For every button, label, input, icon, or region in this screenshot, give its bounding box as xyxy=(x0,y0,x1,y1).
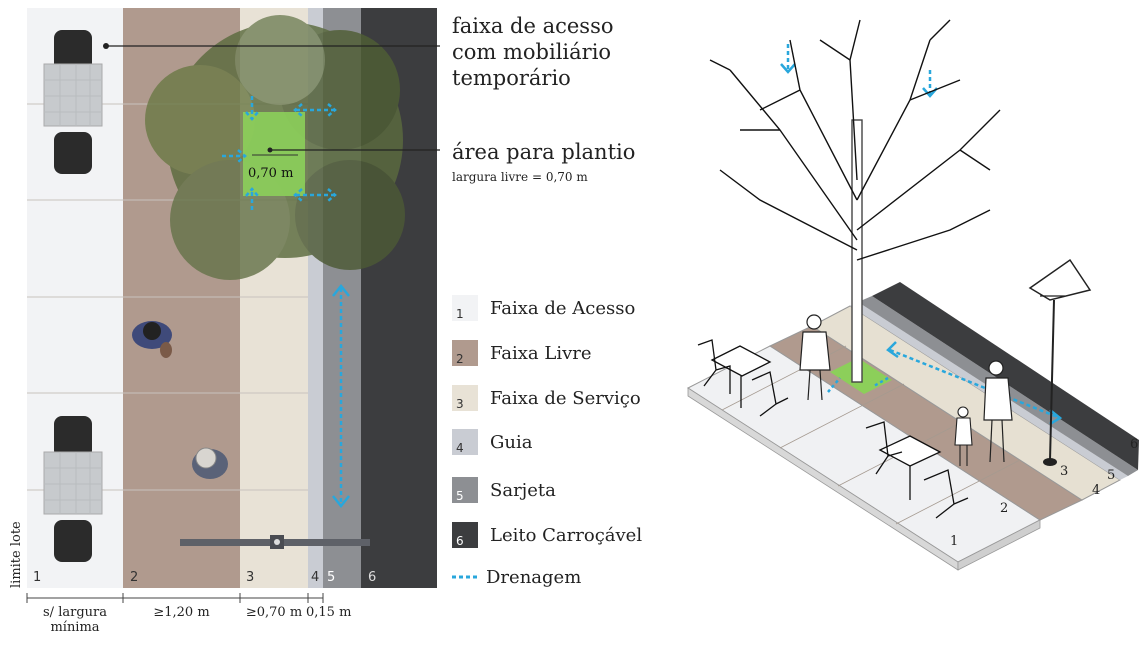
iso-drainage-arrows xyxy=(780,44,1063,426)
iso-cafe-set-right xyxy=(865,421,969,519)
legend-label: Faixa de Serviço xyxy=(490,387,641,409)
dim-livre: ≥1,20 m xyxy=(153,605,210,620)
pedestrian-2 xyxy=(192,447,228,479)
strip-number: 4 xyxy=(311,570,319,585)
callout-access-strip: faixa de acesso com mobiliário temporári… xyxy=(452,13,614,91)
legend-swatch: 2 xyxy=(452,340,478,366)
legend-swatch: 3 xyxy=(452,385,478,411)
legend-item: 6 Leito Carroçável xyxy=(452,520,642,550)
street-light-plan xyxy=(180,535,370,549)
isometric-view: 1 2 3 4 5 6 xyxy=(687,19,1139,571)
legend-label: Drenagem xyxy=(486,566,582,588)
iso-person-woman xyxy=(983,360,1013,463)
legend-item: 1 Faixa de Acesso xyxy=(452,293,635,323)
iso-strip-leito xyxy=(872,282,1139,470)
legend-item: 3 Faixa de Serviço xyxy=(452,383,641,413)
callout-access-line: com mobiliário xyxy=(452,40,612,64)
iso-strip-number: 3 xyxy=(1060,464,1068,479)
callout-access-line: temporário xyxy=(452,66,571,90)
strip-number: 5 xyxy=(327,570,335,585)
legend-swatch: 4 xyxy=(452,429,478,455)
drainage-arrow-gutter xyxy=(332,283,350,509)
lot-limit-label: limite lote xyxy=(9,521,24,588)
iso-person-man xyxy=(799,314,831,401)
strip-number: 3 xyxy=(246,570,254,585)
drainage-arrows-pit xyxy=(222,96,337,210)
strip-number: 6 xyxy=(368,570,376,585)
pit-dimension-label: 0,70 m xyxy=(248,166,293,181)
legend-label: Faixa Livre xyxy=(490,342,592,364)
iso-person-child xyxy=(954,406,973,466)
iso-strip-number: 5 xyxy=(1107,468,1115,483)
legend-swatch: 5 xyxy=(452,477,478,503)
planting-pit xyxy=(243,112,305,196)
iso-street-light xyxy=(1028,258,1092,466)
pedestrian-1 xyxy=(132,321,172,358)
callout-access-line: faixa de acesso xyxy=(452,14,614,38)
legend-label: Sarjeta xyxy=(490,479,556,501)
iso-tree xyxy=(709,19,1001,383)
iso-strip-number: 6 xyxy=(1130,437,1138,452)
legend-swatch: 1 xyxy=(452,295,478,321)
iso-strip-number: 2 xyxy=(1000,501,1008,516)
dim-servico: ≥0,70 m xyxy=(245,605,303,620)
callout-planting-sub: largura livre = 0,70 m xyxy=(452,170,588,184)
legend-label: Guia xyxy=(490,431,533,453)
legend-item: 4 Guia xyxy=(452,427,532,457)
strip-number: 2 xyxy=(130,570,138,585)
legend-item: 5 Sarjeta xyxy=(452,475,556,505)
legend-swatch: 6 xyxy=(452,522,478,548)
cafe-set-bottom xyxy=(43,416,103,562)
iso-strip-number: 4 xyxy=(1092,483,1100,498)
cafe-set-top xyxy=(43,30,103,174)
legend-label: Faixa de Acesso xyxy=(490,297,636,319)
legend-item: 2 Faixa Livre xyxy=(452,338,592,368)
plan-view: 0,70 m xyxy=(9,8,440,603)
drainage-legend-icon xyxy=(452,575,478,579)
iso-cafe-set-left xyxy=(697,339,789,417)
dimension-line xyxy=(26,593,324,603)
callout-planting-title: área para plantio xyxy=(452,140,636,164)
dim-acesso-text: s/ largura mínima xyxy=(27,605,123,635)
dim-guia: 0,15 m xyxy=(306,605,352,620)
legend-label: Leito Carroçável xyxy=(490,524,643,546)
legend-item: Drenagem xyxy=(452,562,581,592)
strip-number: 1 xyxy=(33,570,41,585)
iso-strip-number: 1 xyxy=(950,534,958,549)
